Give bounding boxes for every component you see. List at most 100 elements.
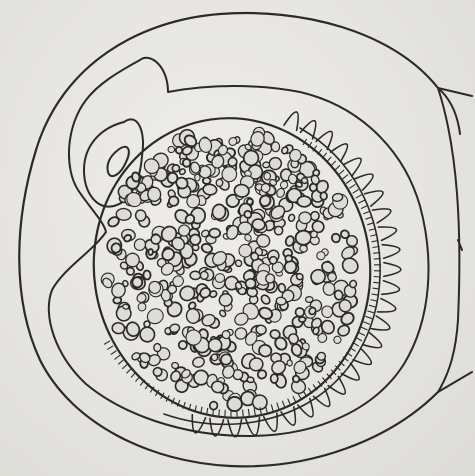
yolk-granule <box>169 323 180 333</box>
hatch-tick <box>127 368 132 373</box>
yolk-granules <box>99 125 361 412</box>
somite-ridge <box>246 418 260 436</box>
hatch-tick <box>254 408 255 415</box>
lens <box>107 147 128 176</box>
yolk-granule <box>277 283 286 293</box>
yolk-granule <box>234 259 242 267</box>
yolk-granule <box>195 174 201 181</box>
somite-ridge <box>378 299 396 312</box>
hatch-tick <box>365 217 372 219</box>
hatch-tick <box>363 322 370 325</box>
hatch-tick <box>293 396 296 402</box>
yolk-granule <box>132 237 147 252</box>
hatch-tick <box>343 175 348 179</box>
yolk-granule <box>216 179 224 187</box>
hatch-tick <box>367 311 374 313</box>
yolk-granule <box>247 377 254 383</box>
somite-ridge <box>378 227 396 240</box>
yolk-granule <box>262 162 270 169</box>
yolk-granule <box>139 326 157 344</box>
somite-ridge <box>382 281 400 295</box>
hatch-tick <box>298 394 301 400</box>
hatch-tick <box>350 184 356 188</box>
yolk-granule <box>285 255 292 262</box>
hatch-tick <box>366 316 373 318</box>
hatch-tick <box>266 406 268 413</box>
yolk-granule <box>192 356 206 369</box>
yolk-granule <box>340 255 361 276</box>
hatch-tick <box>122 364 127 369</box>
hatch-tick <box>369 305 376 307</box>
yolk-granule <box>287 360 293 367</box>
hatch-tick <box>282 401 285 408</box>
yolk-granule <box>271 142 279 152</box>
yolk-granule <box>172 164 180 172</box>
hatch-tick <box>104 341 110 345</box>
yolk-granule <box>261 183 270 192</box>
hatch-tick <box>335 165 340 170</box>
yolk-granule <box>154 344 161 352</box>
yolk-granule <box>321 305 333 318</box>
somite-ridge <box>344 158 362 175</box>
yolk-granule <box>252 218 266 230</box>
yolk-granule <box>320 192 327 200</box>
hatch-tick <box>361 327 367 330</box>
hatch-tick <box>370 300 377 302</box>
hatch-tick <box>331 161 336 166</box>
yolk-granule <box>299 317 306 322</box>
hatch-tick <box>359 332 365 335</box>
yolk-granule <box>143 270 151 279</box>
yolk-granule <box>260 294 272 306</box>
yolk-granule <box>147 187 161 202</box>
hatch-tick <box>346 179 352 183</box>
hatch-tick <box>361 206 367 209</box>
yolk-granule <box>209 229 220 238</box>
somite-ridge <box>373 209 391 223</box>
yolk-granule <box>288 213 296 222</box>
hatch-tick <box>358 200 364 203</box>
hatch-tick <box>339 170 344 175</box>
yolk-granule <box>211 354 217 361</box>
yolk-granule <box>137 302 147 312</box>
hatch-tick <box>107 346 113 350</box>
hatch-tick <box>114 355 120 359</box>
hatch-tick <box>271 405 273 412</box>
yolk-granule <box>226 396 242 412</box>
yolk-granule <box>298 211 311 224</box>
yolk-granule <box>336 323 351 337</box>
somite-ridge <box>284 112 298 130</box>
hatch-tick <box>288 399 291 406</box>
yolk-granule <box>112 322 126 334</box>
yolk-granule <box>264 172 271 180</box>
yolk-granule <box>255 325 266 335</box>
yolk-granule <box>148 249 153 256</box>
yolk-granule <box>333 335 342 344</box>
hatch-tick <box>353 190 359 194</box>
yolk-granule <box>175 146 183 154</box>
yolk-granule <box>295 307 305 317</box>
yolk-granule <box>297 196 311 207</box>
hatch-tick <box>356 338 362 341</box>
hatch-tick <box>372 294 379 295</box>
somite-ridge <box>363 333 381 348</box>
hatch-tick <box>356 195 362 199</box>
yolk-granule <box>150 234 161 245</box>
hatch-tick <box>363 211 370 214</box>
hatch-tick <box>136 376 141 381</box>
somite-ridge <box>382 245 400 259</box>
hatch-tick <box>219 409 220 416</box>
hatch-tick <box>131 372 136 377</box>
hatch-tick <box>277 403 279 410</box>
somite-ridge <box>228 420 242 437</box>
yolk-granule <box>245 278 256 288</box>
yolk-granule <box>317 352 326 360</box>
somite-ridge <box>355 174 373 190</box>
yolk-granule <box>271 374 278 383</box>
hatch-tick <box>248 409 249 416</box>
somite-ridge <box>264 413 278 431</box>
yolk-granule <box>274 226 283 235</box>
yolk-granule <box>331 233 342 244</box>
hatch-tick <box>118 360 123 365</box>
